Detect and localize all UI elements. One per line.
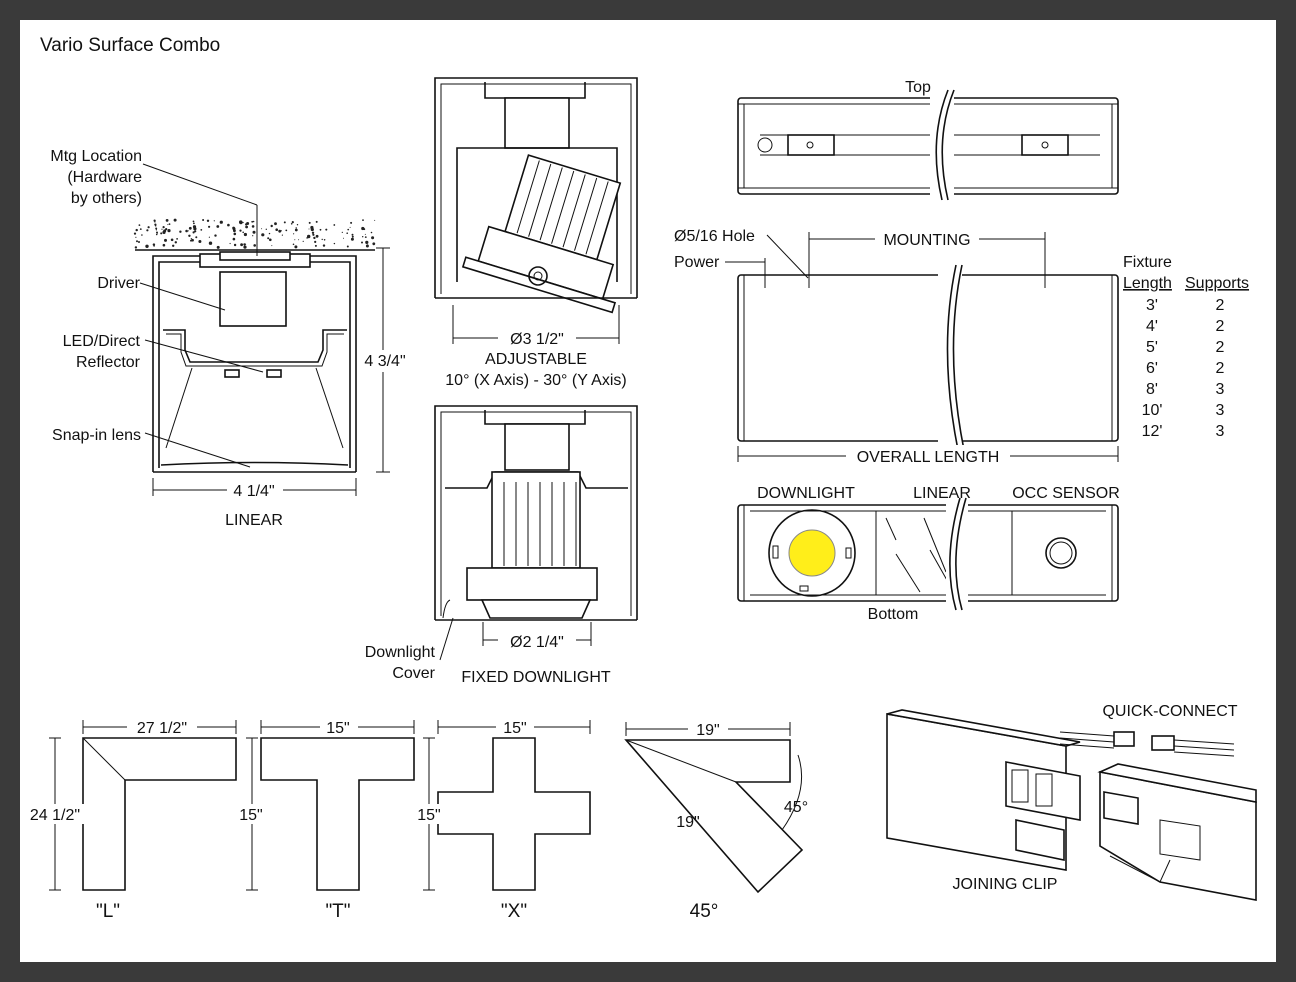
x-label: "X" xyxy=(501,901,527,922)
mtg-location-label: Mtg Location xyxy=(50,148,142,165)
linear-section: Mtg Location (Hardware by others) Driver… xyxy=(50,148,410,529)
adjustable-caption: ADJUSTABLE xyxy=(485,351,587,368)
adjustable-diameter: Ø3 1/2" xyxy=(510,331,564,348)
occ-sensor-icon xyxy=(1045,537,1077,569)
a45-top-dimension: 19" xyxy=(696,722,719,739)
table-cell-length: 6' xyxy=(1146,360,1158,377)
l-top-dimension: 27 1/2" xyxy=(137,720,187,737)
downlight-cover-label: Downlight xyxy=(365,644,436,661)
fixed-downlight-section: Ø2 1/4" FIXED DOWNLIGHT Downlight Cover xyxy=(365,405,638,686)
top-view: Top xyxy=(737,79,1119,201)
a45-label: 45° xyxy=(690,901,719,922)
width-dimension: 4 1/4" xyxy=(233,483,274,500)
table-cell-length: 10' xyxy=(1142,402,1163,419)
fixed-caption: FIXED DOWNLIGHT xyxy=(461,669,611,686)
led-label: LED/Direct xyxy=(63,333,141,350)
power-label: Power xyxy=(674,254,720,271)
table-cell-supports: 2 xyxy=(1216,318,1225,335)
top-label: Top xyxy=(905,79,931,96)
adjustable-angle: 10° (X Axis) - 30° (Y Axis) xyxy=(445,372,626,389)
table-header-supports: Supports xyxy=(1185,275,1249,292)
snap-in-lens xyxy=(160,461,349,466)
table-cell-supports: 3 xyxy=(1216,381,1225,398)
page-title: Vario Surface Combo xyxy=(40,35,220,56)
angle-45-connector: 19" 19" 45° 45° xyxy=(624,719,808,922)
x-connector: 15" 15" "X" xyxy=(414,717,591,922)
table-cell-supports: 3 xyxy=(1216,402,1225,419)
t-connector: 15" 15" "T" xyxy=(236,717,415,922)
t-top-dimension: 15" xyxy=(326,720,349,737)
table-header-fixture: Fixture xyxy=(1123,254,1172,271)
driver-box xyxy=(219,271,287,327)
occ-sensor-label: OCC SENSOR xyxy=(1012,485,1120,502)
mtg-hardware-label: (Hardware xyxy=(67,169,142,186)
linear-module-label: LINEAR xyxy=(913,485,971,502)
reflector xyxy=(163,329,347,363)
downlight-module-label: DOWNLIGHT xyxy=(757,485,855,502)
a45-angle-label: 45° xyxy=(784,799,808,816)
adjustable-housing xyxy=(434,77,638,298)
table-cell-length: 3' xyxy=(1146,297,1158,314)
l-side-dimension: 24 1/2" xyxy=(30,807,80,824)
table-cell-supports: 2 xyxy=(1216,297,1225,314)
joining-clip-detail: QUICK-CONNECT JOINING CLIP xyxy=(886,703,1257,901)
hole-label: Ø5/16 Hole xyxy=(674,228,755,245)
overall-length-dimension: OVERALL LENGTH xyxy=(857,449,1000,466)
bottom-label: Bottom xyxy=(868,606,919,623)
fixed-diameter: Ø2 1/4" xyxy=(510,634,564,651)
table-cell-length: 12' xyxy=(1142,423,1163,440)
side-view: MOUNTING Ø5/16 Hole Power OVERALL LENGTH xyxy=(674,228,1119,467)
table-cell-supports: 3 xyxy=(1216,423,1225,440)
snap-in-lens-label: Snap-in lens xyxy=(52,427,141,444)
cover-label: Cover xyxy=(392,665,435,682)
l-label: "L" xyxy=(96,901,120,922)
joining-clip-label: JOINING CLIP xyxy=(953,876,1058,893)
height-dimension: 4 3/4" xyxy=(364,353,405,370)
table-header-length: Length xyxy=(1123,275,1172,292)
driver-label: Driver xyxy=(97,275,140,292)
ceiling-texture xyxy=(133,218,376,249)
mtg-others-label: by others) xyxy=(71,190,142,207)
quick-connect-label: QUICK-CONNECT xyxy=(1102,703,1237,720)
downlight-trim xyxy=(768,509,856,597)
table-cell-length: 8' xyxy=(1146,381,1158,398)
x-side-dimension: 15" xyxy=(417,807,440,824)
adjustable-section: Ø3 1/2" ADJUSTABLE 10° (X Axis) - 30° (Y… xyxy=(434,77,638,389)
table-cell-length: 4' xyxy=(1146,318,1158,335)
t-side-dimension: 15" xyxy=(239,807,262,824)
mounting-dimension: MOUNTING xyxy=(883,232,970,249)
table-cell-supports: 2 xyxy=(1216,360,1225,377)
l-connector: 27 1/2" 24 1/2" "L" xyxy=(24,717,237,922)
supports-table: Fixture Length Supports 3' 2 4' 2 5' 2 6' 2 8' 3 1… xyxy=(1123,254,1249,440)
bottom-view: DOWNLIGHT LINEAR OCC SENSOR Bottom xyxy=(737,485,1120,623)
led-source xyxy=(788,529,836,577)
x-top-dimension: 15" xyxy=(503,720,526,737)
table-cell-supports: 2 xyxy=(1216,339,1225,356)
table-cell-length: 5' xyxy=(1146,339,1158,356)
reflector-label: Reflector xyxy=(76,354,141,371)
drawing-sheet: Vario Surface Combo Mtg Location (Hardwa… xyxy=(20,20,1276,962)
drawing-canvas: Vario Surface Combo Mtg Location (Hardwa… xyxy=(24,35,1257,922)
linear-caption: LINEAR xyxy=(225,512,283,529)
a45-side-dimension: 19" xyxy=(676,814,699,831)
fixed-housing xyxy=(434,405,638,620)
t-label: "T" xyxy=(325,901,350,922)
